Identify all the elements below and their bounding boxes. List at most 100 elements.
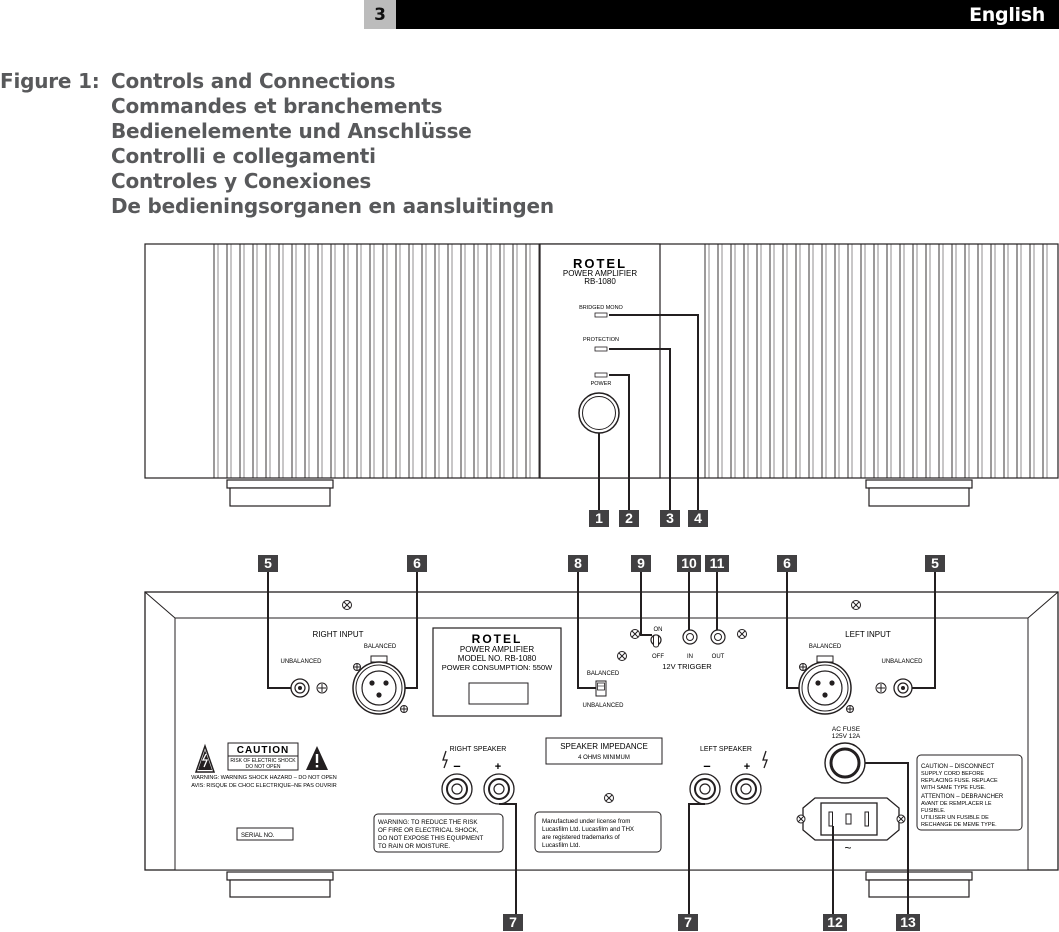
warning-line-3: DO NOT EXPOSE THIS EQUIPMENT — [378, 835, 484, 842]
svg-text:7: 7 — [509, 914, 517, 930]
callout-12: 12 — [823, 914, 847, 931]
trigger-label: 12V TRIGGER — [662, 662, 712, 671]
svg-text:13: 13 — [900, 914, 916, 930]
callout-7-right: 7 — [503, 914, 523, 931]
rear-bottom-callouts: 7 7 12 13 — [503, 914, 920, 931]
plate-brand: ROTEL — [472, 632, 523, 646]
warning-line-4: TO RAIN OR MOISTURE. — [378, 843, 450, 850]
left-unbalanced-label: UNBALANCED — [881, 659, 923, 665]
right-speaker-negative-terminal[interactable] — [441, 773, 473, 805]
svg-text:6: 6 — [783, 555, 791, 571]
impedance-sub: 4 OHMS MINIMUM — [578, 755, 630, 761]
page-number: 3 — [364, 0, 396, 29]
left-plus-sign: + — [744, 761, 750, 773]
callout-2: 2 — [619, 510, 639, 527]
right-input-label: RIGHT INPUT — [313, 630, 364, 639]
rear-leader-lines — [267, 572, 936, 915]
serial-label: SERIAL NO. — [241, 833, 275, 839]
right-unbalanced-label: UNBALANCED — [280, 659, 322, 665]
left-speaker-label: LEFT SPEAKER — [700, 746, 752, 753]
caption-dutch: De bedieningsorganen en aansluitingen — [111, 194, 554, 218]
trigger-out-label: OUT — [712, 654, 725, 660]
plate-consumption: POWER CONSUMPTION: 550W — [442, 663, 553, 672]
callout-6-left: 6 — [777, 555, 797, 572]
svg-text:5: 5 — [931, 555, 939, 571]
indicator-bridged-label: BRIDGED MONO — [579, 305, 623, 311]
caution-avis-line: AVIS: RISQUE DE CHOC ELECTRIQUE–NE PAS O… — [191, 783, 337, 789]
warning-box — [373, 813, 504, 853]
rear-panel: 5 6 8 9 10 11 6 5 RIGHT INPUT UNBALANCED… — [144, 555, 1059, 931]
trigger-out-jack[interactable] — [710, 629, 726, 645]
fuse-caution-2: SUPPLY CORD BEFORE — [921, 771, 984, 777]
right-xlr-jack[interactable] — [352, 655, 408, 715]
caution-title: CAUTION — [237, 745, 290, 756]
right-speaker-label: RIGHT SPEAKER — [450, 746, 507, 753]
front-model: RB-1080 — [584, 277, 616, 286]
right-balanced-label: BALANCED — [364, 644, 397, 650]
ac-power-inlet[interactable] — [796, 797, 906, 841]
shock-warning-triangle-icon — [194, 743, 216, 773]
front-foot-right — [865, 479, 973, 507]
right-unbalanced-jack[interactable] — [290, 678, 310, 698]
fuse-caution-5: ATTENTION – DEBRANCHER — [921, 794, 1004, 800]
rear-top-callouts: 5 6 8 9 10 11 6 5 — [258, 555, 945, 572]
left-speaker-negative-terminal[interactable] — [689, 773, 721, 805]
svg-text:2: 2 — [625, 510, 633, 526]
left-unbalanced-jack[interactable] — [893, 678, 913, 698]
left-speaker-hazard-icon — [762, 750, 768, 769]
indicator-power-label: POWER — [591, 381, 612, 387]
svg-text:10: 10 — [681, 555, 697, 571]
input-select-switch[interactable] — [595, 680, 607, 697]
power-button-inner — [582, 396, 616, 430]
svg-text:5: 5 — [264, 555, 272, 571]
fuse-caution-box — [916, 754, 1023, 831]
impedance-title: SPEAKER IMPEDANCE — [560, 742, 648, 751]
trigger-toggle-switch[interactable] — [650, 634, 662, 648]
exclamation-triangle-icon — [306, 746, 328, 770]
plate-blank-box — [468, 682, 529, 705]
fuse-caution-7: FUSIBLE. — [921, 808, 946, 814]
thx-line-2: Lucasfilm Ltd. Lucasfilm and THX — [542, 826, 634, 833]
caption-italian: Controlli e collegamenti — [111, 144, 376, 168]
thx-line-3: are registered trademarks of — [542, 834, 620, 841]
left-input-label: LEFT INPUT — [845, 630, 891, 639]
ac-tilde-icon: ~ — [844, 841, 851, 855]
fuse-caution-3: REPLACING FUSE. REPLACE — [921, 778, 998, 784]
left-speaker-positive-terminal[interactable] — [730, 773, 762, 805]
left-balanced-label: BALANCED — [809, 644, 842, 650]
callout-8: 8 — [568, 555, 588, 572]
serial-box — [236, 827, 294, 841]
trigger-off-label: OFF — [652, 654, 664, 660]
callout-5-left: 5 — [925, 555, 945, 572]
left-ground-screw — [875, 682, 887, 694]
fuse-caution-9: RECHANGE DE MEME TYPE. — [921, 822, 997, 828]
callout-3: 3 — [660, 510, 680, 527]
right-ground-screw — [316, 682, 328, 694]
bridged-mono-led — [594, 312, 608, 318]
warning-line-2: OF FIRE OR ELECTRICAL SHOCK, — [378, 827, 479, 834]
plate-model: MODEL NO. RB-1080 — [458, 654, 537, 663]
callout-5-right: 5 — [258, 555, 278, 572]
front-leader-lines — [598, 314, 699, 510]
left-xlr-jack[interactable] — [798, 655, 854, 715]
right-speaker-hazard-icon — [442, 750, 448, 769]
thx-line-4: Lucasfilm Ltd. — [542, 842, 580, 849]
right-speaker-positive-terminal[interactable] — [483, 773, 515, 805]
plate-product: POWER AMPLIFIER — [460, 645, 534, 654]
switch-unbalanced-label: UNBALANCED — [582, 703, 624, 709]
front-callouts: 1 2 3 4 — [589, 510, 708, 527]
callout-7-left: 7 — [678, 914, 698, 931]
protection-led — [594, 346, 608, 352]
fuse-caution-4: WITH SAME TYPE FUSE. — [921, 785, 986, 791]
caution-sub2: DO NOT OPEN — [246, 764, 281, 770]
switch-balanced-label: BALANCED — [587, 671, 620, 677]
trigger-on-label: ON — [654, 627, 663, 633]
right-plus-sign: + — [495, 761, 501, 773]
callout-11: 11 — [705, 555, 729, 572]
svg-text:4: 4 — [694, 510, 702, 526]
trigger-in-jack[interactable] — [682, 629, 698, 645]
fuse-caution-6: AVANT DE REMPLACER LE — [921, 801, 992, 807]
fuse-holder[interactable] — [824, 742, 866, 784]
svg-text:9: 9 — [637, 555, 645, 571]
